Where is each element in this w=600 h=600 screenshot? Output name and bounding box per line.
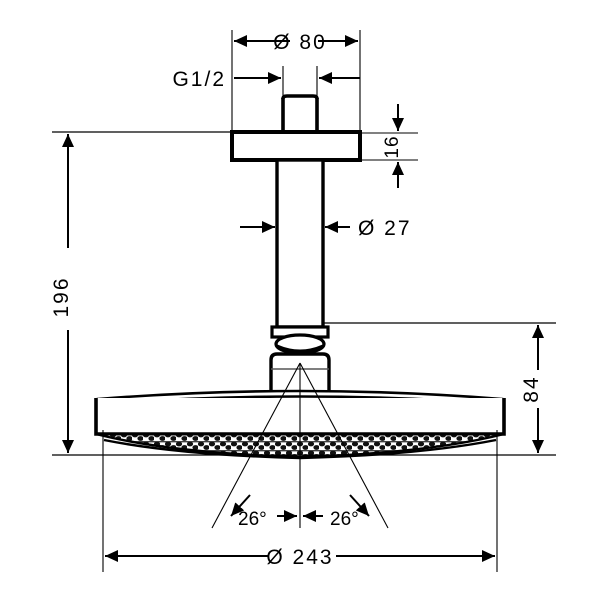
thread-nipple-cap: [281, 94, 319, 100]
dimension-thread-size: G1/2: [172, 68, 360, 91]
dim-label-flange-thickness: 16: [382, 135, 403, 158]
dimension-head-diameter: Ø 243: [105, 546, 495, 569]
dim-line-spray-angle-left: [230, 494, 251, 517]
dimension-total-height: 196: [50, 134, 74, 453]
spray-cone-left-ray: [211, 362, 301, 529]
spray-cone-right-ray: [299, 362, 389, 529]
dimension-lower-height: 84: [520, 325, 544, 453]
dim-label-lower-height: 84: [520, 375, 543, 402]
dim-label-head-diameter: Ø 243: [266, 546, 333, 569]
extension-lines: [52, 30, 556, 572]
dimension-arm-diameter: Ø 27: [240, 217, 412, 240]
dim-label-thread-size: G1/2: [172, 68, 226, 91]
dimension-flange-diameter: Ø 80: [234, 31, 358, 54]
dim-label-arm-diameter: Ø 27: [358, 217, 412, 240]
thread-nipple: [281, 98, 319, 134]
dim-label-spray-angle-right: 26°: [330, 509, 359, 530]
ceiling-flange-plate: [230, 130, 362, 162]
dim-label-total-height: 196: [50, 276, 73, 317]
dim-line-spray-angle-right: [349, 494, 370, 517]
dim-label-flange-diameter: Ø 80: [273, 31, 327, 54]
dimension-flange-thickness: 16: [382, 104, 404, 188]
dimension-spray-angles: 26° 26°: [230, 494, 370, 530]
ball-joint-seat: [276, 344, 324, 353]
shower-arm-tube: [275, 158, 325, 329]
centreline-and-spray-cone: [211, 362, 389, 529]
dim-label-spray-angle-left: 26°: [238, 509, 267, 530]
